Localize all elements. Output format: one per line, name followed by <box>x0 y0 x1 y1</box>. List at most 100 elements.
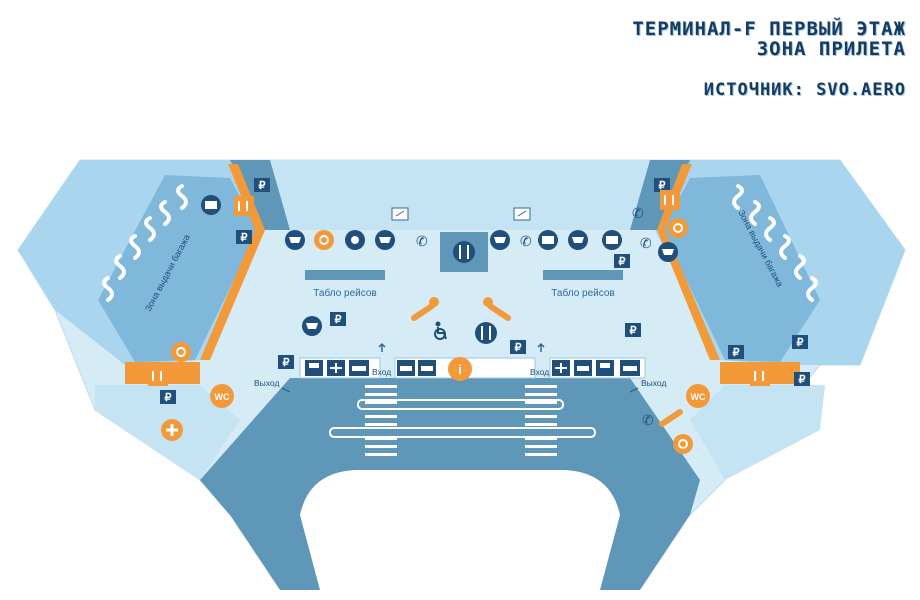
currency-exchange-icon <box>201 195 221 215</box>
shop-icon <box>568 230 588 250</box>
forecourt-island <box>300 470 620 590</box>
exit-left-arrow-icon <box>281 387 291 393</box>
traffic-island-1 <box>357 399 564 410</box>
entrance-left-arrow-icon <box>378 342 386 352</box>
entrance-right-label: Вход <box>530 367 549 377</box>
flight-board-right-label: Табло рейсов <box>551 287 614 299</box>
upper-corridor <box>230 160 690 230</box>
lost-and-found-icon <box>668 218 688 238</box>
lost-and-found-icon <box>314 230 334 250</box>
svg-text:₽: ₽ <box>335 314 342 326</box>
traffic-island-2 <box>329 427 596 438</box>
left-baggage-claim-zone <box>98 175 258 362</box>
svg-text:₽: ₽ <box>659 180 666 192</box>
ruble-icon: ₽ <box>654 178 670 192</box>
exit-left-label: Выход <box>254 378 279 388</box>
right-baggage-claim-zone <box>662 175 820 362</box>
restaurant-icon <box>453 241 475 263</box>
info-label: i <box>458 362 462 377</box>
exit-right-arrow-icon <box>629 387 639 393</box>
lost-and-found-icon <box>171 342 191 362</box>
escalator-icon <box>659 409 683 427</box>
svg-text:₽: ₽ <box>283 357 290 369</box>
flight-board-right <box>543 270 623 280</box>
customs-icon <box>234 196 254 216</box>
ruble-icon: ₽ <box>160 390 176 404</box>
ruble-icon: ₽ <box>792 335 808 349</box>
car-icon <box>349 360 369 376</box>
baggage-carousel-icon <box>102 184 188 302</box>
shop-icon <box>375 230 395 250</box>
svg-text:₽: ₽ <box>165 392 172 404</box>
wc-left-label: WC <box>215 392 230 402</box>
restaurant-icon <box>475 322 497 344</box>
ruble-icon: ₽ <box>236 230 252 244</box>
ruble-icon: ₽ <box>510 340 526 354</box>
car-icon <box>574 360 592 376</box>
phone-icon: ✆ <box>640 235 652 251</box>
atm-icon <box>538 230 558 250</box>
phone-icon: ✆ <box>520 233 532 249</box>
ruble-icon: ₽ <box>254 178 270 192</box>
map-title-line2: зона прилета <box>756 38 906 60</box>
svg-text:₽: ₽ <box>515 342 522 354</box>
bus-icon <box>596 360 614 376</box>
wc-icon: WC <box>210 384 234 408</box>
phone-icon: ✆ <box>642 412 654 428</box>
customs-icon <box>660 190 680 210</box>
car-icon <box>397 360 415 376</box>
baggage-carousel-icon <box>732 184 818 302</box>
currency-exchange-icon <box>602 230 622 250</box>
airplane-icon <box>327 360 345 376</box>
ruble-icon: ₽ <box>330 312 346 326</box>
airplane-icon <box>552 360 570 376</box>
car-icon <box>418 360 436 376</box>
svg-text:₽: ₽ <box>619 256 626 268</box>
forecourt-roadway <box>200 378 700 515</box>
ruble-icon: ₽ <box>625 323 641 337</box>
svg-text:₽: ₽ <box>799 374 806 386</box>
svg-text:₽: ₽ <box>797 337 804 349</box>
map-title-line1: Терминал-F первый этаж <box>632 18 906 40</box>
wc-icon: WC <box>686 384 710 408</box>
pharmacy-icon <box>345 230 365 250</box>
exit-right-label: Выход <box>641 378 666 388</box>
shop-icon <box>302 316 322 336</box>
taxi-icon <box>620 360 640 376</box>
flight-board-left-label: Табло рейсов <box>313 287 376 299</box>
flight-board-left <box>305 270 385 280</box>
bus-icon <box>305 360 323 376</box>
svg-text:₽: ₽ <box>259 180 266 192</box>
wheelchair-icon <box>434 321 447 340</box>
info-icon: i <box>448 357 472 381</box>
first-aid-icon <box>161 419 183 441</box>
escalator-icon <box>391 207 409 221</box>
ruble-icon: ₽ <box>614 254 630 268</box>
svg-text:₽: ₽ <box>733 347 740 359</box>
ruble-icon: ₽ <box>278 355 294 369</box>
lost-and-found-icon <box>673 434 693 454</box>
right-lower-wing <box>690 385 825 480</box>
entrance-right-arrow-icon <box>537 342 545 352</box>
wc-right-label: WC <box>691 392 706 402</box>
customs-icon <box>750 366 770 386</box>
svg-text:₽: ₽ <box>241 232 248 244</box>
phone-icon: ✆ <box>416 233 428 249</box>
phone-icon: ✆ <box>632 205 644 221</box>
shop-icon <box>285 230 305 250</box>
entrance-left-label: Вход <box>372 367 391 377</box>
map-source: Источник: SVO.aero <box>703 80 906 100</box>
customs-icon <box>148 366 168 386</box>
shop-icon <box>490 230 510 250</box>
shop-icon <box>658 242 678 262</box>
escalator-icon <box>483 297 511 321</box>
ruble-icon: ₽ <box>728 345 744 359</box>
crosswalks <box>365 385 557 456</box>
escalator-icon <box>513 207 531 221</box>
escalator-icon <box>411 297 439 321</box>
ruble-icon: ₽ <box>794 372 810 386</box>
svg-text:₽: ₽ <box>630 325 637 337</box>
left-upper-passage <box>230 160 290 230</box>
